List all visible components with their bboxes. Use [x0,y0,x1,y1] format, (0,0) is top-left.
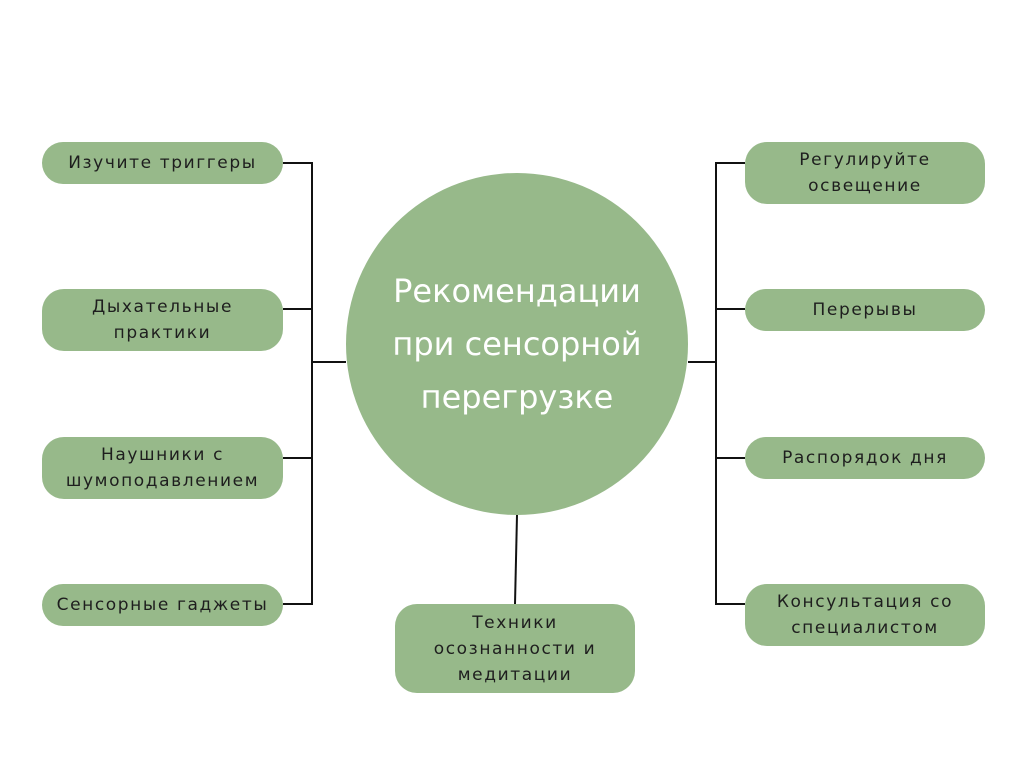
node-breathing-practices: Дыхательные практики [42,289,283,351]
node-specialist-consultation: Консультация со специалистом [745,584,985,646]
node-noise-cancelling-headphones: Наушники с шумоподавлением [42,437,283,499]
node-breaks: Перерывы [745,289,985,331]
node-adjust-lighting: Регулируйте освещение [745,142,985,204]
node-mindfulness-meditation: Техники осознанности и медитации [395,604,635,693]
connector-left-bracket [283,162,313,605]
node-sensory-gadgets: Сенсорные гаджеты [42,584,283,626]
node-daily-routine: Распорядок дня [745,437,985,479]
node-study-triggers: Изучите триггеры [42,142,283,184]
connector-bottom [514,514,518,605]
connector-right-bracket [715,162,745,605]
center-node: Рекомендации при сенсорной перегрузке [346,173,688,515]
